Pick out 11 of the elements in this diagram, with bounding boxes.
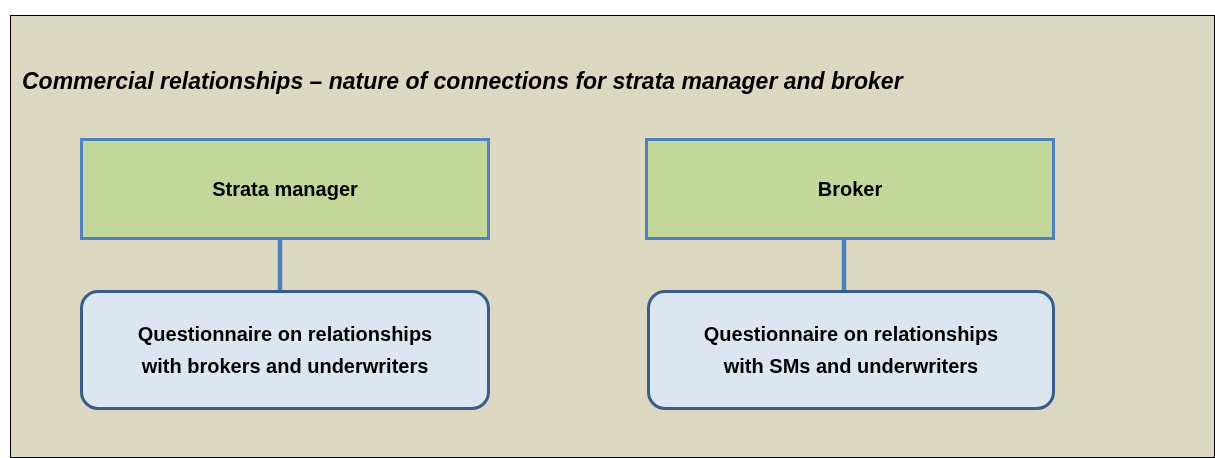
box-text: Broker xyxy=(817,177,883,202)
connector-line xyxy=(277,240,283,290)
diagram-title: Commercial relationships – nature of connections for strata manager and broker xyxy=(22,68,903,95)
questionnaire-box xyxy=(647,290,1055,410)
box-text: Questionnaire on relationships with brokers and underwriters xyxy=(136,322,434,379)
role-box xyxy=(80,138,490,240)
connector-line xyxy=(841,240,847,290)
box-text: Strata manager xyxy=(212,177,358,202)
box-text: Questionnaire on relationships with SMs and underwriters xyxy=(702,322,1000,379)
questionnaire-box xyxy=(80,290,490,410)
role-box xyxy=(645,138,1055,240)
